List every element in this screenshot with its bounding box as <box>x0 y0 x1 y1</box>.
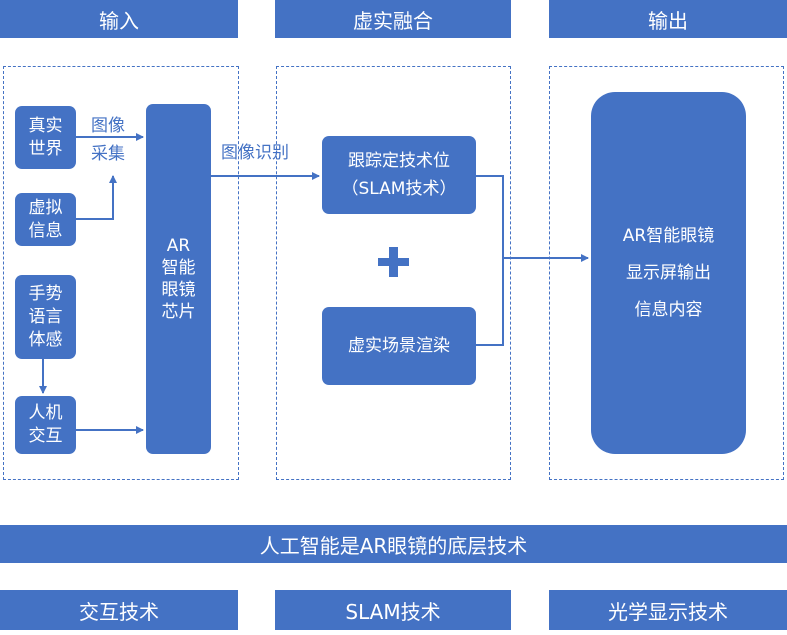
header-input: 输入 <box>0 0 238 38</box>
tracking-label: 跟踪定技术位 （SLAM技术） <box>341 151 457 199</box>
image-recognition-label: 图像识别 <box>221 143 289 163</box>
tech-optics: 光学显示技术 <box>549 590 787 630</box>
hci-label: 人机 交互 <box>28 403 63 446</box>
ar-chip-box: AR 智能 眼镜 芯片 <box>146 104 211 454</box>
hci-box: 人机 交互 <box>15 396 76 454</box>
output-box: AR智能眼镜 显示屏输出 信息内容 <box>591 92 746 454</box>
line-tracking-out <box>476 175 504 258</box>
ai-banner-label: 人工智能是AR眼镜的底层技术 <box>259 533 528 558</box>
header-input-label: 输入 <box>99 8 139 33</box>
ar-chip-label: AR 智能 眼镜 芯片 <box>161 236 196 322</box>
virtual-info-label: 虚拟 信息 <box>28 197 63 241</box>
tech-interaction-label: 交互技术 <box>79 599 159 624</box>
tech-slam-label: SLAM技术 <box>345 599 441 624</box>
arrow-virtual-up <box>76 175 117 220</box>
ai-banner: 人工智能是AR眼镜的底层技术 <box>0 525 787 563</box>
plus-icon-vertical <box>389 247 398 277</box>
tracking-box: 跟踪定技术位 （SLAM技术） <box>322 136 476 214</box>
output-label: AR智能眼镜 显示屏输出 信息内容 <box>622 225 715 320</box>
fusion-frame <box>276 66 511 480</box>
gesture-box: 手势 语言 体感 <box>15 275 76 359</box>
tech-slam: SLAM技术 <box>275 590 511 630</box>
real-world-label: 真实 世界 <box>28 115 63 159</box>
gesture-label: 手势 语言 体感 <box>28 283 63 350</box>
image-capture-label: 图像 采集 <box>91 116 125 164</box>
tech-interaction: 交互技术 <box>0 590 238 630</box>
render-box: 虚实场景渲染 <box>322 307 476 385</box>
input-frame <box>3 66 239 480</box>
header-fusion: 虚实融合 <box>275 0 511 38</box>
render-label: 虚实场景渲染 <box>348 335 450 356</box>
header-output-label: 输出 <box>648 8 688 33</box>
real-world-box: 真实 世界 <box>15 106 76 169</box>
tech-optics-label: 光学显示技术 <box>608 599 728 624</box>
header-fusion-label: 虚实融合 <box>353 8 433 33</box>
header-output: 输出 <box>549 0 787 38</box>
virtual-info-box: 虚拟 信息 <box>15 193 76 246</box>
line-render-out <box>476 258 504 346</box>
output-frame <box>549 66 784 480</box>
